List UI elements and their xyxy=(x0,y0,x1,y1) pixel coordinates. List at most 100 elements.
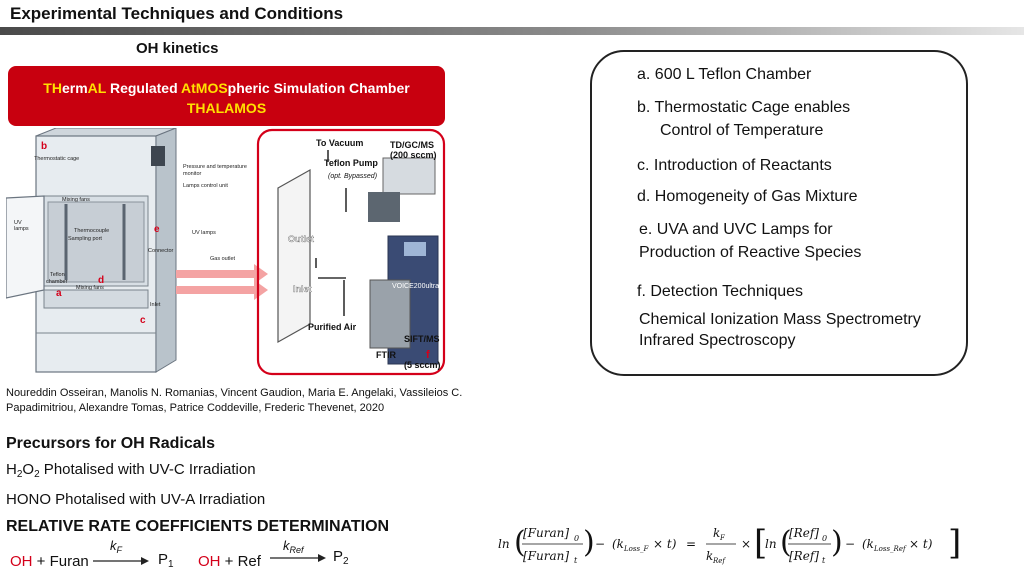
label-connector: Connector xyxy=(148,248,174,254)
svg-text:]: ] xyxy=(948,523,961,563)
svg-text:[Ref]: [Ref] xyxy=(789,526,819,540)
reaction-2-arrow-icon xyxy=(270,554,326,562)
svg-text:t: t xyxy=(822,556,826,565)
svg-text:): ) xyxy=(831,525,843,560)
label-teflon-1: Teflon xyxy=(50,272,65,278)
step-b-line1: b. Thermostatic Cage enables xyxy=(637,99,851,116)
section-subtitle: OH kinetics xyxy=(136,40,219,57)
svg-text:−: − xyxy=(595,537,605,551)
reaction-1-arrow-icon xyxy=(93,557,149,565)
step-f-technique-1: Chemical Ionization Mass Spectrometry xyxy=(639,311,921,328)
title-underline-bar xyxy=(0,27,1024,35)
citation: Noureddin Osseiran, Manolis N. Romanias,… xyxy=(6,387,463,414)
link-arrows xyxy=(176,264,268,300)
thalamos-diagram: b Thermostatic cage Pressure and tempera… xyxy=(6,128,446,376)
label-d: d xyxy=(98,275,104,286)
label-thermocouple: Thermocouple xyxy=(74,228,109,234)
label-sift-1: SIFT/MS xyxy=(404,334,440,344)
label-inlet: Inlet xyxy=(293,284,312,294)
svg-text:ln: ln xyxy=(498,537,510,551)
reaction-2-product: P2 xyxy=(333,548,349,567)
label-b: b xyxy=(41,141,47,152)
relative-rate-title: RELATIVE RATE COEFFICIENTS DETERMINATION xyxy=(6,518,390,535)
cabinet-illustration xyxy=(6,128,177,373)
svg-text:[: [ xyxy=(754,523,767,563)
svg-text:Loss_F: Loss_F xyxy=(623,545,650,553)
label-gas-outlet: Gas outlet xyxy=(210,256,236,262)
svg-text:(: ( xyxy=(514,525,526,560)
label-inlet-small: Inlet xyxy=(150,302,161,308)
label-to-vacuum: To Vacuum xyxy=(316,138,363,148)
reaction-2-rate-constant: kRef xyxy=(283,538,304,555)
reaction-1-rate-constant: kF xyxy=(110,538,122,555)
reaction-1-product: P1 xyxy=(158,551,174,570)
label-tdgcms-1: TD/GC/MS xyxy=(390,140,434,150)
svg-text:[Ref]: [Ref] xyxy=(789,549,819,563)
label-sampling-port: Sampling port xyxy=(68,236,102,242)
svg-text:k: k xyxy=(713,526,720,540)
step-c: c. Introduction of Reactants xyxy=(637,157,832,174)
label-sift-2: (5 sccm) xyxy=(404,360,441,370)
svg-text:× t): × t) xyxy=(653,537,677,551)
label-mixing-fans-bottom: Mixing fans xyxy=(76,285,104,291)
svg-text:(k: (k xyxy=(612,537,624,551)
banner-line-1: THermAL Regulated AtMOSpheric Simulation… xyxy=(43,80,410,96)
page-title: Experimental Techniques and Conditions xyxy=(10,4,344,23)
label-lamps-control: Lamps control unit xyxy=(183,183,228,189)
svg-text:×: × xyxy=(741,537,751,551)
label-ftir: FTIR xyxy=(376,350,396,360)
label-f: f xyxy=(426,349,430,361)
reaction-1-reactants: OH + Furan xyxy=(10,553,89,570)
flow-arrows xyxy=(315,150,347,316)
label-teflon-pump: Teflon Pump xyxy=(324,158,378,168)
svg-text:): ) xyxy=(583,525,595,560)
label-a: a xyxy=(56,288,62,299)
label-pressure-monitor-1: Pressure and temperature xyxy=(183,164,247,170)
svg-text:=: = xyxy=(686,537,696,551)
step-e-line2: Production of Reactive Species xyxy=(639,244,862,261)
label-thermostatic-cage: Thermostatic cage xyxy=(34,156,79,162)
svg-text:0: 0 xyxy=(822,534,827,543)
svg-text:Loss_Ref: Loss_Ref xyxy=(873,545,907,553)
svg-text:[Furan]: [Furan] xyxy=(523,549,569,563)
chamber-wall-icon xyxy=(277,168,311,344)
label-pressure-monitor-2: monitor xyxy=(183,171,202,177)
label-uv-lamps-right: UV lamps xyxy=(192,230,216,236)
label-purified-air: Purified Air xyxy=(308,322,357,332)
svg-text:k: k xyxy=(706,549,713,563)
label-uv-2: lamps xyxy=(14,226,29,232)
label-outlet: Outlet xyxy=(288,234,314,244)
svg-text:[Furan]: [Furan] xyxy=(523,526,569,540)
step-f: f. Detection Techniques xyxy=(637,283,804,300)
label-uv-1: UV xyxy=(14,220,22,226)
svg-text:(k: (k xyxy=(862,537,874,551)
label-tdgcms-2: (200 sccm) xyxy=(390,150,437,160)
svg-text:−: − xyxy=(845,537,855,551)
instrument-panel-frame xyxy=(256,128,446,376)
label-e: e xyxy=(154,224,160,235)
svg-text:F: F xyxy=(719,534,726,542)
hono-precursor: HONO Photalised with UV-A Irradiation xyxy=(6,491,266,508)
svg-text:× t): × t) xyxy=(909,537,933,551)
svg-text:Ref: Ref xyxy=(712,557,726,565)
label-mixing-fans-top: Mixing fans xyxy=(62,197,90,203)
svg-text:t: t xyxy=(574,556,578,565)
thalamos-banner: THermAL Regulated AtMOSpheric Simulation… xyxy=(8,66,445,126)
label-voice-screen: VOICE200ultra xyxy=(392,283,439,290)
precursors-title: Precursors for OH Radicals xyxy=(6,435,215,452)
step-e-line1: e. UVA and UVC Lamps for xyxy=(639,221,833,238)
label-teflon-2: chamber xyxy=(46,279,68,285)
svg-text:0: 0 xyxy=(574,534,579,543)
h2o2-precursor: H2O2 Photalised with UV-C Irradiation xyxy=(6,461,256,480)
step-a: a. 600 L Teflon Chamber xyxy=(637,66,812,83)
label-opt-bypassed: (opt. Bypassed) xyxy=(328,173,377,180)
svg-text:(: ( xyxy=(780,525,792,560)
banner-line-2: THALAMOS xyxy=(186,100,267,116)
step-b-line2: Control of Temperature xyxy=(660,122,824,139)
reaction-2-reactants: OH + Ref xyxy=(198,553,261,570)
label-c: c xyxy=(140,315,146,326)
step-d: d. Homogeneity of Gas Mixture xyxy=(637,188,858,205)
relative-rate-equation: ln ( [Furan] 0 [Furan] t ) − (k Loss_F ×… xyxy=(498,523,961,565)
instrument-icons xyxy=(368,157,439,365)
svg-text:ln: ln xyxy=(765,537,777,551)
